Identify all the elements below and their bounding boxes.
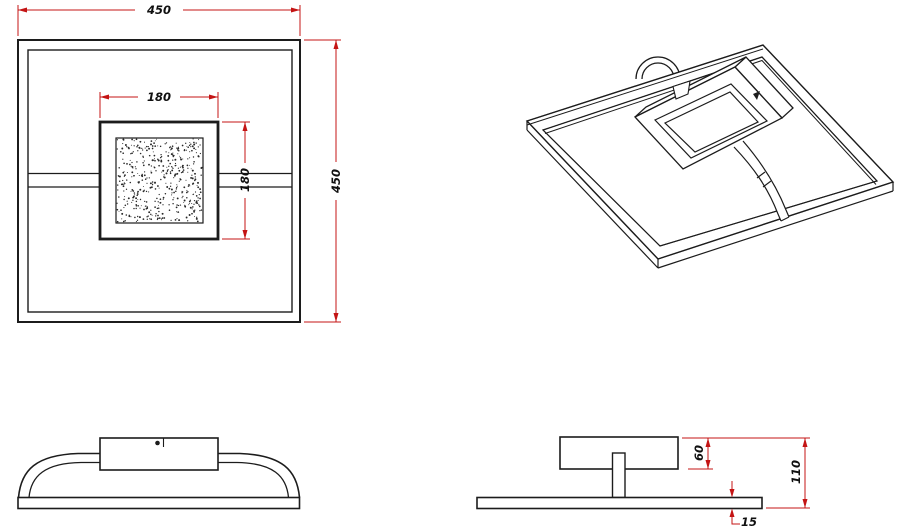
dim-overall-width: 450 — [17, 3, 301, 36]
isometric-view — [525, 44, 895, 269]
base-thickness-label: 15 — [741, 515, 757, 529]
arm-left-inner — [28, 461, 100, 498]
canopy-box — [633, 56, 794, 170]
screw-mark — [753, 91, 760, 100]
stipple-dots — [116, 138, 203, 223]
mount-clip — [672, 80, 691, 100]
support-arm — [733, 140, 790, 222]
front-inner-frame — [27, 49, 293, 313]
panel-height-label: 180 — [238, 168, 252, 192]
stem — [611, 452, 626, 499]
panel-face — [663, 91, 759, 153]
front-view: 450 450 180 180 — [17, 3, 343, 323]
dim-total-height: 110 — [766, 438, 810, 509]
dim-panel-width: 180 — [99, 90, 219, 118]
panel-width-label: 180 — [147, 90, 171, 104]
total-height-label: 110 — [789, 460, 803, 484]
arm-left-outer — [17, 452, 100, 498]
overall-width-label: 450 — [146, 3, 171, 17]
front-outer-frame — [17, 39, 301, 323]
dim-panel-height: 180 — [222, 121, 252, 240]
mount-bracket — [635, 56, 681, 80]
overall-height-label: 450 — [329, 169, 343, 194]
front-light-panel — [115, 137, 204, 224]
frame-bar — [17, 496, 301, 510]
screw-dot — [155, 440, 160, 446]
cable-hook — [162, 437, 169, 447]
canopy-height-label: 60 — [692, 445, 706, 461]
dim-overall-height: 450 — [304, 39, 343, 323]
dim-canopy-height: 60 — [682, 437, 810, 470]
frame-top-edge-line — [526, 48, 764, 126]
dim-base-thickness: 15 — [729, 481, 757, 529]
frame-bar-elevation — [476, 496, 763, 510]
front-cross-band — [28, 172, 292, 188]
frame-inner-wall-line — [544, 59, 877, 185]
arm-right-outer — [218, 452, 301, 498]
side-profile-view — [17, 437, 301, 510]
panel-rim — [653, 83, 769, 159]
frame-thickness-edges — [526, 121, 894, 269]
side-elevation-view: 60 110 15 — [476, 436, 810, 529]
front-canopy-square — [98, 120, 220, 241]
arm-right-inner — [218, 461, 290, 498]
